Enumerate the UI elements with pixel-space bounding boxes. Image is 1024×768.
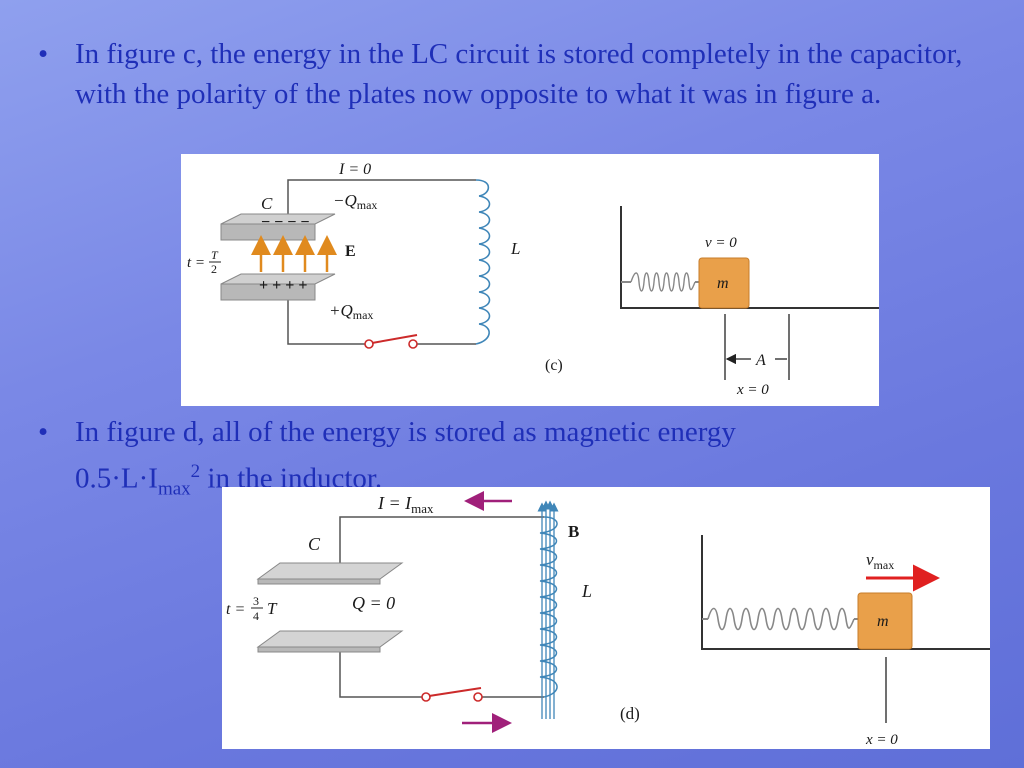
time-label: t = (187, 255, 205, 271)
time-fraction-num: 3 (253, 594, 259, 608)
capacitor-plate-bottom-edge (257, 646, 381, 653)
switch-terminal (473, 692, 483, 702)
current-label: I = Imax (377, 493, 434, 516)
figure-caption: (c) (545, 357, 563, 374)
time-fraction-num: T (211, 248, 219, 262)
inductor-coil (539, 516, 558, 698)
mass-label: m (717, 275, 729, 292)
circuit-wire (339, 516, 544, 565)
switch-terminal (421, 692, 431, 702)
origin-label: x = 0 (736, 382, 769, 398)
field-label: B (568, 522, 579, 541)
mass-label: m (877, 613, 889, 630)
time-label: t = (226, 601, 245, 618)
capacitor-plate-bottom (256, 630, 404, 648)
bullet-marker: • (38, 38, 49, 70)
wall-floor (620, 206, 879, 309)
inductor-label: L (510, 239, 520, 258)
time-fraction-den: 4 (253, 609, 259, 623)
figure-d-diagram: I = Imax C Q = 0 t = 3 4 T B L (d) m vma… (226, 491, 990, 748)
bullet-2-line-1: In figure d, all of the energy is stored… (75, 416, 736, 448)
bullet-2-sup: 2 (190, 461, 201, 482)
capacitor-plate-top (256, 562, 404, 580)
time-variable: T (267, 599, 278, 618)
time-fraction-den: 2 (211, 262, 217, 276)
top-plate-signs: − − − − (261, 214, 309, 231)
figure-c-diagram: I = 0 C −Qmax − − − − + + + + +Qmax E t … (187, 161, 879, 398)
mass-block (698, 257, 750, 309)
mass-block (857, 592, 913, 650)
field-label: E (345, 243, 356, 260)
circuit-wire (287, 299, 369, 345)
origin-label: x = 0 (865, 732, 898, 748)
velocity-label: vmax (866, 550, 894, 572)
switch-terminal (408, 339, 418, 349)
amplitude-label: A (755, 352, 766, 369)
bottom-plate-signs: + + + + (259, 277, 307, 294)
inductor-coil (475, 179, 491, 345)
switch-lever (428, 687, 482, 697)
bullet-marker: • (38, 416, 49, 448)
figure-c-panel: I = 0 C −Qmax − − − − + + + + +Qmax E t … (181, 154, 879, 406)
inductor-label: L (581, 581, 592, 601)
wall-floor (701, 535, 990, 650)
top-charge-label: −Qmax (333, 191, 377, 212)
spring (630, 272, 696, 292)
switch-terminal (364, 339, 374, 349)
velocity-label: v = 0 (705, 235, 737, 251)
bullet-2-formula: 0.5·L·I (75, 462, 158, 495)
charge-label: Q = 0 (352, 593, 395, 613)
capacitor-plate-top-edge (257, 578, 381, 585)
capacitor-label: C (308, 534, 321, 554)
switch-lever (371, 334, 418, 344)
bullet-2-sub: max (157, 478, 191, 500)
bottom-charge-label: +Qmax (329, 301, 373, 322)
bullet-1-text: In figure c, the energy in the LC circui… (75, 38, 963, 110)
circuit-wire (339, 649, 424, 698)
figure-d-panel: I = Imax C Q = 0 t = 3 4 T B L (d) m vma… (222, 487, 990, 749)
figure-caption: (d) (620, 704, 640, 723)
current-label: I = 0 (338, 161, 371, 178)
circuit-wire (287, 179, 476, 214)
capacitor-plate-bottom-edge (220, 283, 316, 301)
capacitor-label: C (261, 194, 273, 213)
spring (707, 607, 855, 631)
